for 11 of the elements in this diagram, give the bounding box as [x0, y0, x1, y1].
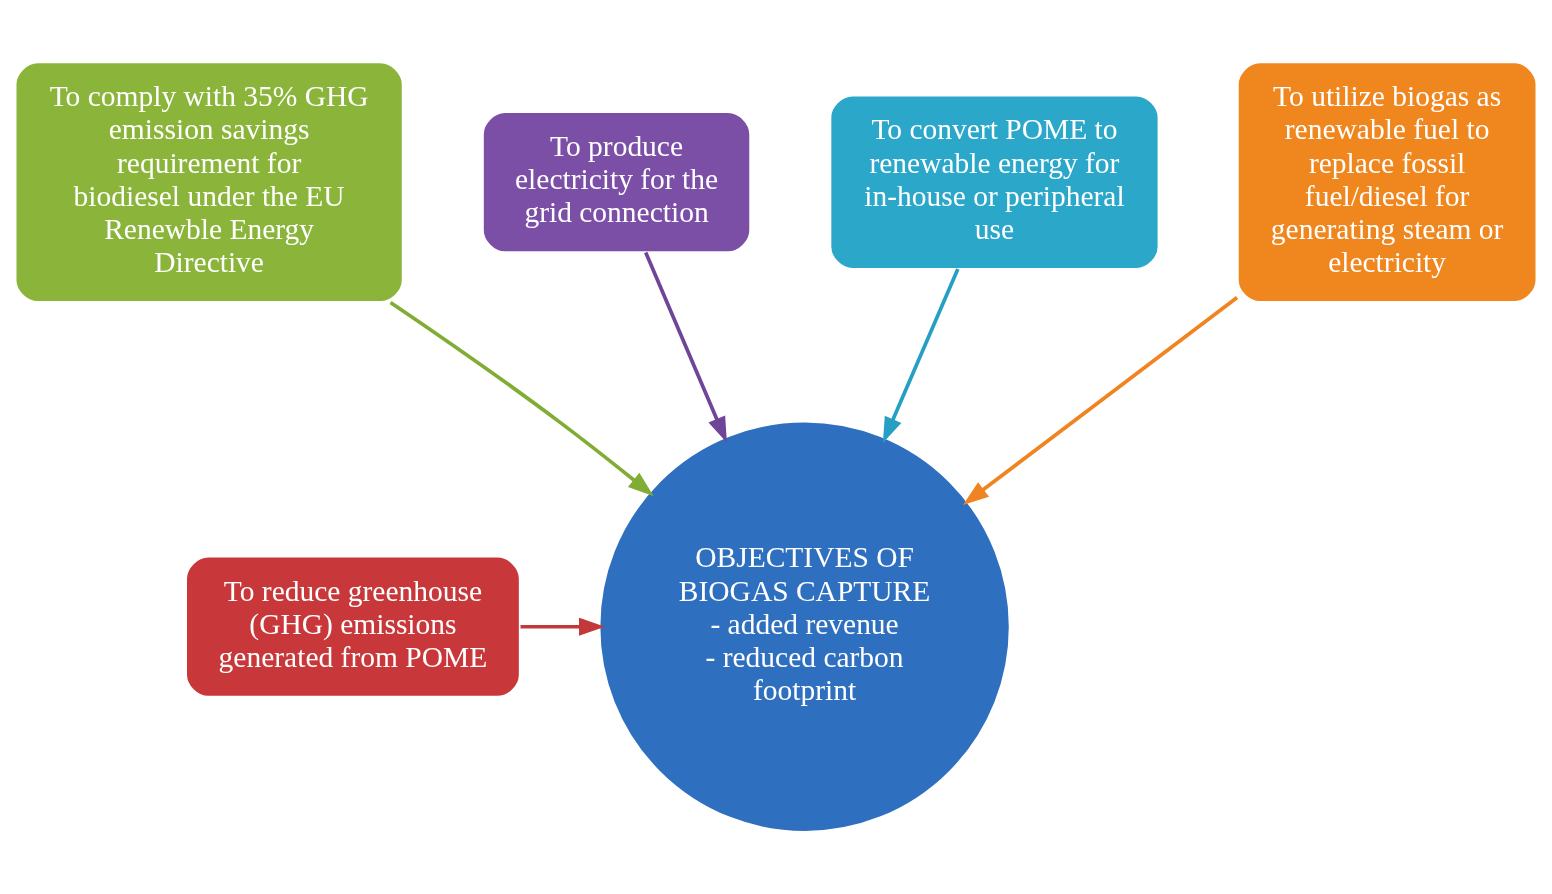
arrow: [962, 296, 1239, 506]
node-box: To comply with 35% GHG emission savings requirement for biodiesel under the EU Renewble Energy Directive: [14, 61, 404, 303]
node-box: To utilize biogas as renewable fuel to replace fossil fuel/diesel for generating steam or electricity: [1236, 61, 1538, 303]
arrow: [644, 251, 727, 443]
node-box: To convert POME to renewable energy for in-house or peripheral use: [829, 94, 1160, 270]
arrow: [882, 268, 960, 444]
node-circle: OBJECTIVES OF BIOGAS CAPTURE - added revenue - reduced carbon footprint: [598, 420, 1011, 833]
node-box: To produce electricity for the grid connection: [481, 111, 752, 254]
arrow: [389, 300, 654, 497]
node-box: To reduce greenhouse (GHG) emissions generated from POME: [185, 555, 521, 698]
arrow: [520, 617, 605, 636]
